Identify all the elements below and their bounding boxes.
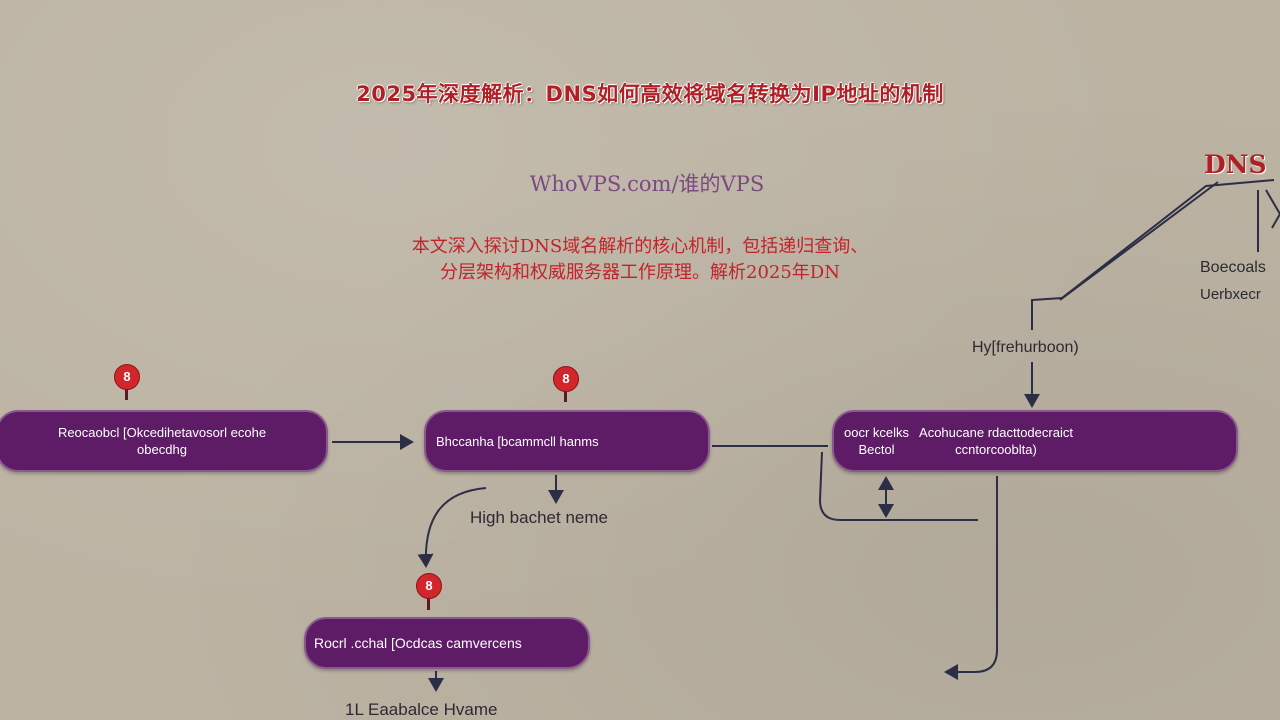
page-title: 2025年深度解析：DNS如何高效将域名转换为IP地址的机制 <box>356 82 944 106</box>
line-dns-right <box>1265 189 1280 229</box>
pin-a-stem <box>125 386 128 400</box>
node-authoritative-server: oocr kcelks Bectol Acohucane rdacttodecr… <box>832 410 1238 472</box>
node-a-line-1: Reocaobcl [Okcedihetavosorl ecohe <box>57 425 267 440</box>
curve-b-to-d <box>417 487 487 568</box>
node-c-left-line-1: oocr kcelks <box>844 425 910 440</box>
site-name: WhoVPS.com/谁的VPS <box>529 172 765 196</box>
node-c-right-line-2: ccntorcooblta) <box>955 442 1037 457</box>
label-hybrid: Hy[frehurboon) <box>972 339 1079 356</box>
pin-d-stem <box>427 596 430 610</box>
pin-b-marker: 8 <box>553 366 579 392</box>
corner-dns-title: DNS <box>1204 150 1267 179</box>
label-uerbxecr: Uerbxecr <box>1200 286 1261 303</box>
node-root-local: Rocrl .cchal [Ocdcas camvercens <box>304 617 590 669</box>
article-summary: 本文深入探讨DNS域名解析的核心机制，包括递归查询、 分层架构和权威服务器工作原… <box>340 234 940 286</box>
node-d-text: Rocrl .cchal [Ocdcas camvercens <box>314 634 522 651</box>
node-c-right: Acohucane rdacttodecraict ccntorcooblta) <box>919 424 1073 458</box>
line-c-down-return <box>944 476 998 680</box>
summary-line-2: 分层架构和权威服务器工作原理。解析2025年DN <box>440 262 840 283</box>
label-bottom: 1L Eaabalce Hvame <box>345 700 498 719</box>
line-to-dns-2 <box>1059 181 1219 301</box>
label-boecoals: Boecoals <box>1200 259 1266 276</box>
node-a-line-2: obecdhg <box>137 442 187 457</box>
pin-b-stem <box>564 388 567 402</box>
loop-c <box>818 451 978 521</box>
line-to-dns <box>1031 179 1275 330</box>
node-c-right-line-1: Acohucane rdacttodecraict <box>919 425 1073 440</box>
node-cache-lookup: Bhccanha [bcammcll hanms <box>424 410 710 472</box>
pin-a-marker: 8 <box>114 364 140 390</box>
node-c-left-line-2: Bectol <box>858 442 895 457</box>
node-b-text: Bhccanha [bcammcll hanms <box>436 433 599 449</box>
label-high-rate: High bachet neme <box>470 508 608 527</box>
node-recursive-resolver: Reocaobcl [Okcedihetavosorl ecohe obecdh… <box>0 410 328 472</box>
node-c-left: oocr kcelks Bectol <box>844 424 909 458</box>
summary-line-1: 本文深入探讨DNS域名解析的核心机制，包括递归查询、 <box>411 236 869 257</box>
pin-d-marker: 8 <box>416 573 442 599</box>
